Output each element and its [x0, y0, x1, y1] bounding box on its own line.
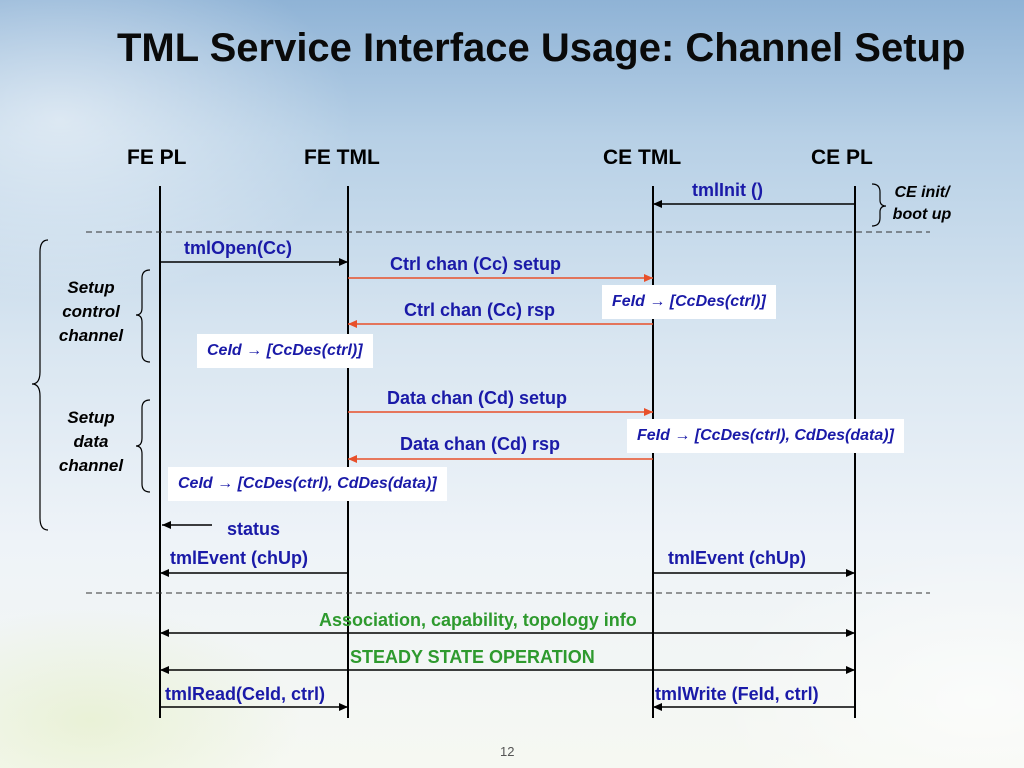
- label-tml-open: tmlOpen(Cc): [184, 238, 292, 258]
- brace-setup-control: [135, 269, 151, 363]
- box-ceid-data: CeId → [CcDes(ctrl), CdDes(data)]: [168, 467, 447, 501]
- label-event-ce: tmlEvent (chUp): [668, 548, 807, 568]
- slide-title: TML Service Interface Usage: Channel Set…: [117, 26, 966, 70]
- entity-fe-tml: FE TML: [304, 146, 380, 169]
- entity-ce-pl: CE PL: [811, 146, 873, 169]
- annotation-setup-data: Setup data channel: [58, 408, 124, 475]
- box-feid-ctrl: FeId → [CcDes(ctrl)]: [602, 285, 776, 319]
- box-feid-data: FeId → [CcDes(ctrl), CdDes(data)]: [627, 419, 904, 453]
- brace-channel-setup: [31, 239, 49, 531]
- label-event-fe: tmlEvent (chUp): [170, 548, 309, 568]
- brace-setup-data: [135, 399, 151, 493]
- label-ctrl-rsp: Ctrl chan (Cc) rsp: [404, 300, 556, 320]
- label-read: tmlRead(CeId, ctrl): [165, 684, 326, 704]
- annotation-ce-init: CE init/ boot up: [892, 184, 952, 223]
- entity-ce-tml: CE TML: [603, 146, 682, 169]
- label-ctrl-setup: Ctrl chan (Cc) setup: [390, 254, 562, 274]
- label-write: tmlWrite (FeId, ctrl): [655, 684, 819, 704]
- label-tml-init: tmlInit (): [692, 180, 763, 200]
- label-status: status: [227, 519, 281, 539]
- entity-fe-pl: FE PL: [127, 146, 187, 169]
- label-data-rsp: Data chan (Cd) rsp: [400, 434, 561, 454]
- annotation-setup-control: Setup control channel: [58, 278, 124, 345]
- brace-ce-init: [871, 183, 887, 227]
- box-ceid-ctrl: CeId → [CcDes(ctrl)]: [197, 334, 373, 368]
- label-data-setup: Data chan (Cd) setup: [387, 388, 568, 408]
- label-steady-state: STEADY STATE OPERATION: [350, 647, 595, 667]
- page-number: 12: [500, 744, 515, 759]
- label-association: Association, capability, topology info: [319, 610, 637, 630]
